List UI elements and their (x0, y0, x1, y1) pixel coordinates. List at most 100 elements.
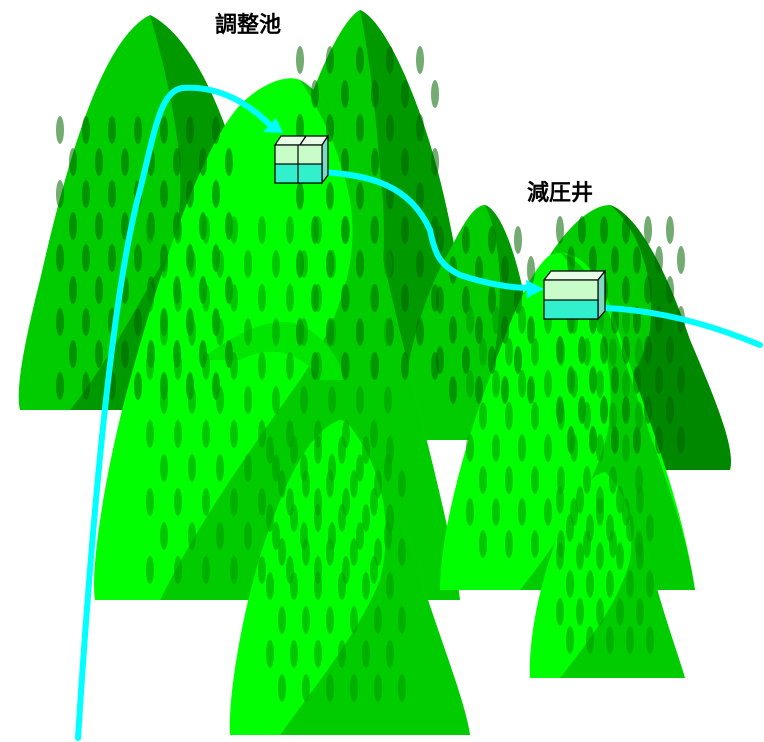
tree-texture (56, 46, 685, 702)
tree-spot (362, 504, 370, 532)
tree-spot (370, 216, 378, 244)
tree-spot (436, 226, 444, 254)
tree-spot (492, 370, 500, 398)
pipeline (75, 84, 763, 741)
tree-spot (492, 498, 500, 526)
tree-spot (622, 370, 630, 398)
tree-spot (362, 572, 370, 600)
tree-spot (384, 318, 392, 346)
tree-spot (244, 386, 252, 414)
tree-spot (134, 116, 142, 144)
tree-spot (272, 318, 280, 346)
tree-spot (356, 250, 364, 278)
tree-spot (174, 488, 182, 516)
tree-spot (326, 182, 334, 210)
tree-spot (646, 570, 654, 598)
tree-spot (416, 182, 424, 210)
tree-spot (160, 116, 168, 144)
tree-spot (314, 572, 322, 600)
tree-spot (570, 370, 578, 398)
tree-spot (300, 250, 308, 278)
tree-spot (501, 376, 509, 404)
tree-spot (212, 116, 220, 144)
tree-spot (501, 256, 509, 284)
tree-spot (146, 488, 154, 516)
tree-spot (567, 246, 575, 274)
tree-spot (230, 352, 238, 380)
tree-spot (492, 434, 500, 462)
tree-spot (466, 306, 474, 334)
tree-spot (186, 116, 194, 144)
tree-spot (134, 244, 142, 272)
tree-spot (286, 216, 294, 244)
tree-spot (589, 366, 597, 394)
tree-spot (371, 148, 379, 176)
tree-spot (589, 246, 597, 274)
tree-spot (677, 426, 685, 454)
tree-spot (386, 46, 394, 74)
tree-spot (492, 306, 500, 334)
tree-spot (611, 246, 619, 274)
pressure-well-tank (542, 269, 607, 321)
tree-spot (466, 498, 474, 526)
tree-spot (514, 346, 522, 374)
tree-spot (374, 538, 382, 566)
tree-spot (527, 316, 535, 344)
tree-spot (386, 572, 394, 600)
tree-spot (290, 436, 298, 464)
tree-spot (272, 250, 280, 278)
tree-spot (216, 522, 224, 550)
tree-spot (56, 308, 64, 336)
tree-spot (527, 376, 535, 404)
tree-spot (518, 434, 526, 462)
tree-spot (314, 436, 322, 464)
tree-spot (230, 420, 238, 448)
tree-spot (244, 250, 252, 278)
tree-spot (633, 426, 641, 454)
tree-spot (56, 372, 64, 400)
pipe-segment-uphill (75, 84, 273, 741)
tree-spot (501, 316, 509, 344)
tree-spot (666, 276, 674, 304)
tree-spot (626, 570, 634, 598)
tree-spot (596, 542, 604, 570)
tree-spot (326, 538, 334, 566)
tree-spot (370, 352, 378, 380)
tree-spot (644, 216, 652, 244)
tree-spot (462, 286, 470, 314)
tree-spot (160, 318, 168, 346)
tree-spot (272, 386, 280, 414)
tree-spot (108, 244, 116, 272)
tree-spot (622, 216, 630, 244)
tree-spot (556, 486, 564, 514)
tree-spot (436, 346, 444, 374)
tree-spot (121, 148, 129, 176)
tree-spot (121, 340, 129, 368)
tree-spot (266, 436, 274, 464)
tree-spot (606, 570, 614, 598)
tree-spot (398, 674, 406, 702)
tree-spot (626, 514, 634, 542)
tree-spot (134, 308, 142, 336)
tree-spot (174, 284, 182, 312)
tree-spot (606, 514, 614, 542)
tree-spot (302, 674, 310, 702)
tree-spot (188, 250, 196, 278)
tree-spot (398, 470, 406, 498)
tree-spot (655, 426, 663, 454)
tree-spot (576, 486, 584, 514)
tree-spot (606, 626, 614, 654)
tree-spot (95, 276, 103, 304)
tree-spot (666, 336, 674, 364)
tree-spot (326, 46, 334, 74)
tree-spot (314, 640, 322, 668)
tree-spot (475, 376, 483, 404)
tree-spot (300, 386, 308, 414)
tree-spot (505, 338, 513, 366)
tree-spot (544, 498, 552, 526)
tree-spot (146, 284, 154, 312)
tree-spot (600, 216, 608, 244)
tree-spot (436, 286, 444, 314)
tree-spot (475, 256, 483, 284)
tree-spot (636, 486, 644, 514)
